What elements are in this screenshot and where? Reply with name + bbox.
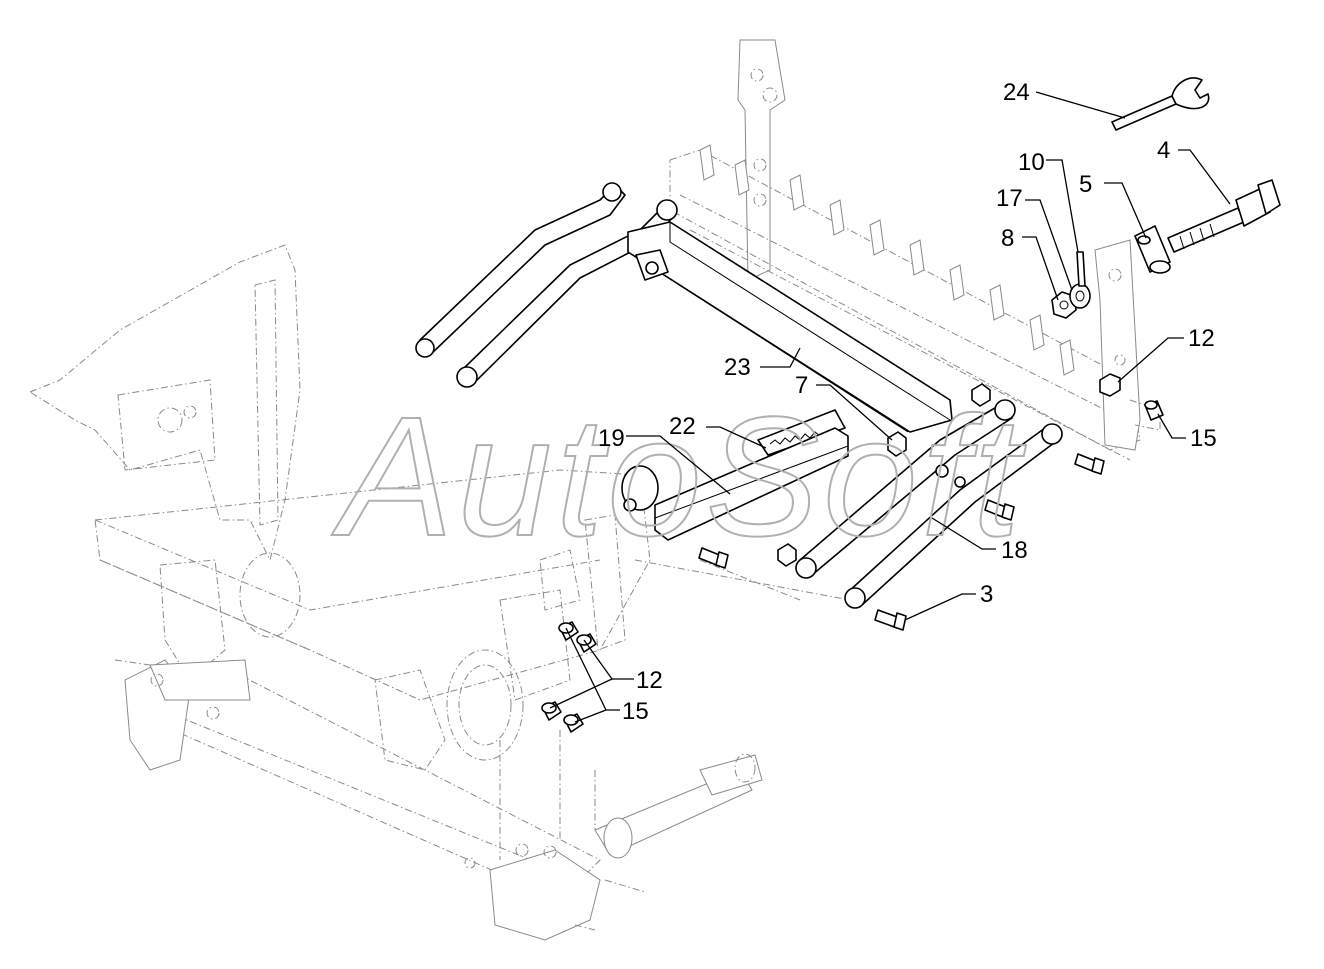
bolt-part-3	[874, 609, 907, 631]
rear-frame-teeth	[699, 144, 1075, 376]
callout-10: 10	[1018, 149, 1045, 176]
callout-19: 19	[598, 425, 625, 452]
callout-23: 23	[724, 354, 751, 381]
upper-left-arms	[415, 182, 678, 388]
flat-bar-part-19	[621, 427, 849, 541]
callout-12-lower: 12	[636, 667, 663, 694]
bolt-right	[1074, 453, 1105, 475]
ghosted-frame-assembly	[28, 39, 1161, 941]
callout-15-right: 15	[1190, 425, 1217, 452]
bolt-lower-left	[698, 547, 729, 569]
wrench-part-24	[1111, 77, 1210, 131]
callout-12-right: 12	[1188, 325, 1215, 352]
bushing-part-5	[1134, 225, 1171, 274]
parts	[415, 77, 1281, 733]
pin-part-10	[1076, 251, 1086, 287]
callout-18: 18	[1001, 537, 1028, 564]
nut-part-7	[887, 431, 907, 457]
callout-22: 22	[669, 413, 696, 440]
nuts-bushings-lower	[541, 621, 597, 733]
nut-upper	[971, 383, 991, 407]
callout-8: 8	[1001, 225, 1014, 252]
callout-5: 5	[1079, 171, 1092, 198]
callout-4: 4	[1157, 137, 1170, 164]
callout-labels: 24 4 10 5 17 8 12 15 23 7 22 19 18 3 12 …	[598, 79, 1217, 725]
long-bolt-part-4	[1167, 179, 1281, 253]
callout-7: 7	[795, 372, 808, 399]
callout-17: 17	[996, 185, 1023, 212]
slotted-plate-part-22	[757, 409, 846, 456]
watermark: AutoSoft	[331, 382, 1027, 572]
callout-24: 24	[1003, 79, 1030, 106]
nut-part-12-right	[1099, 373, 1121, 397]
bolt-mid-right	[984, 499, 1015, 521]
cross-tube-part-23	[627, 221, 953, 433]
washer-part-17	[1069, 283, 1091, 309]
callout-15-lower: 15	[622, 698, 649, 725]
nut-lower	[777, 543, 797, 567]
leader-lines	[549, 91, 1231, 723]
callout-3: 3	[980, 581, 993, 608]
link-arms-part-18	[795, 399, 1063, 609]
